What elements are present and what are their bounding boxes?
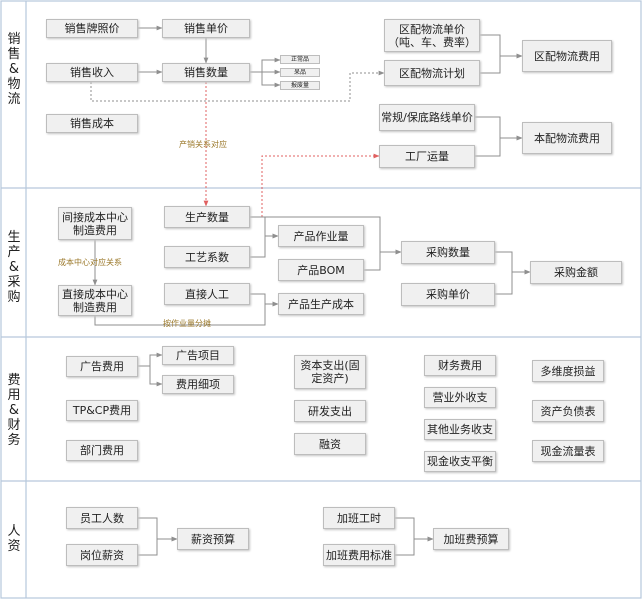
node-salary-budget: 薪资预算 [177,528,249,550]
connector-arrow [149,366,163,387]
connector-arrow [495,251,531,275]
node-rnd-expenditure: 研发支出 [294,400,366,422]
node-regional-logistics-cost: 区配物流费用 [522,40,612,72]
node-financing: 融资 [294,433,366,455]
node-sales-cost: 销售成本 [46,114,138,133]
connector-arrow [395,536,434,556]
annotation-production-sales-mapping: 产销关系对应 [179,140,227,149]
node-purchase-quantity: 采购数量 [401,241,495,264]
node-cash-flow-statement: 现金流量表 [532,440,604,462]
node-indirect-cost-center: 间接成本中心 制造费用 [58,207,132,240]
connector-arrow [475,116,523,141]
section-label-hr: 人 资 [7,524,21,554]
node-direct-cost-center: 直接成本中心 制造费用 [58,285,132,316]
node-tp-cp-cost: TP&CP费用 [66,400,138,421]
node-expense-detail: 费用细项 [162,375,234,394]
node-multi-dimensional-pnl: 多维度损益 [532,360,604,382]
node-sales-list-price: 销售牌照价 [46,19,138,38]
node-balance-sheet: 资产负债表 [532,400,604,422]
node-advertising-cost: 广告费用 [66,356,138,377]
node-overtime-hours: 加班工时 [323,507,395,529]
connector-arrow [138,517,178,542]
node-direct-labor: 直接人工 [164,283,250,305]
node-normal-goods: 正常品 [280,55,320,64]
connector-dotted-to-logistics-plan [90,70,385,102]
node-other-business-income: 其他业务收支 [424,419,496,440]
node-regional-logistics-unit-price: 区配物流单价 （吨、车、费率） [384,19,480,52]
node-sales-quantity: 销售数量 [162,63,250,82]
node-product-bom: 产品BOM [278,259,364,281]
section-label-production-purchase: 生 产 & 采 购 [7,230,21,305]
connector-arrow [250,216,279,239]
node-local-logistics-cost: 本配物流费用 [522,122,612,154]
connector-to-normal-goods [250,57,281,73]
connector-arrow [250,233,279,258]
node-overtime-rate: 加班费用标准 [323,544,395,566]
connector-arrow [250,293,279,307]
connector-arrow [480,53,523,74]
connector-arrow [395,517,434,542]
connector-arrow [94,301,279,326]
connector-arrow [138,352,163,367]
node-headcount: 员工人数 [66,507,138,529]
connector-arrow [495,269,531,295]
node-department-cost: 部门费用 [66,440,138,461]
connector-arrow [138,536,178,556]
node-non-operating-income: 营业外收支 [424,387,496,408]
connector-arrow [364,249,402,271]
node-sales-revenue: 销售收入 [46,63,138,82]
node-process-coefficient: 工艺系数 [164,246,250,268]
node-capital-expenditure: 资本支出(固 定资产) [294,355,366,389]
node-position-salary: 岗位薪资 [66,544,138,566]
node-sales-unit-price: 销售单价 [162,19,250,38]
connector-to-scrap [261,72,281,88]
node-production-quantity: 生产数量 [164,206,250,228]
node-cash-balance: 现金收支平衡 [424,451,496,472]
section-label-sales-logistics: 销 售 & 物 流 [7,32,21,107]
connector-arrow [475,135,523,157]
node-scrap-quantity: 报废量 [280,81,320,90]
node-overtime-budget: 加班费预算 [433,528,509,550]
node-product-workload: 产品作业量 [278,225,364,247]
connector-arrow [480,34,523,59]
node-purchase-amount: 采购金额 [530,261,622,284]
node-factory-freight-volume: 工厂运量 [379,145,475,168]
annotation-cost-center-mapping: 成本中心对应关系 [58,258,122,267]
node-route-unit-price: 常规/保底路线单价 [379,104,475,131]
node-sluggish-goods: 呆品 [280,68,320,77]
node-product-production-cost: 产品生产成本 [278,293,364,315]
node-advertising-project: 广告项目 [162,346,234,365]
connector-dotted-red-to-freight [250,153,380,218]
node-financial-expense: 财务费用 [424,355,496,376]
node-purchase-unit-price: 采购单价 [401,283,495,306]
node-regional-logistics-plan: 区配物流计划 [384,60,480,86]
section-label-expense-finance: 费 用 & 财 务 [7,373,21,448]
annotation-workload-allocation: 按作业量分摊 [163,319,211,328]
